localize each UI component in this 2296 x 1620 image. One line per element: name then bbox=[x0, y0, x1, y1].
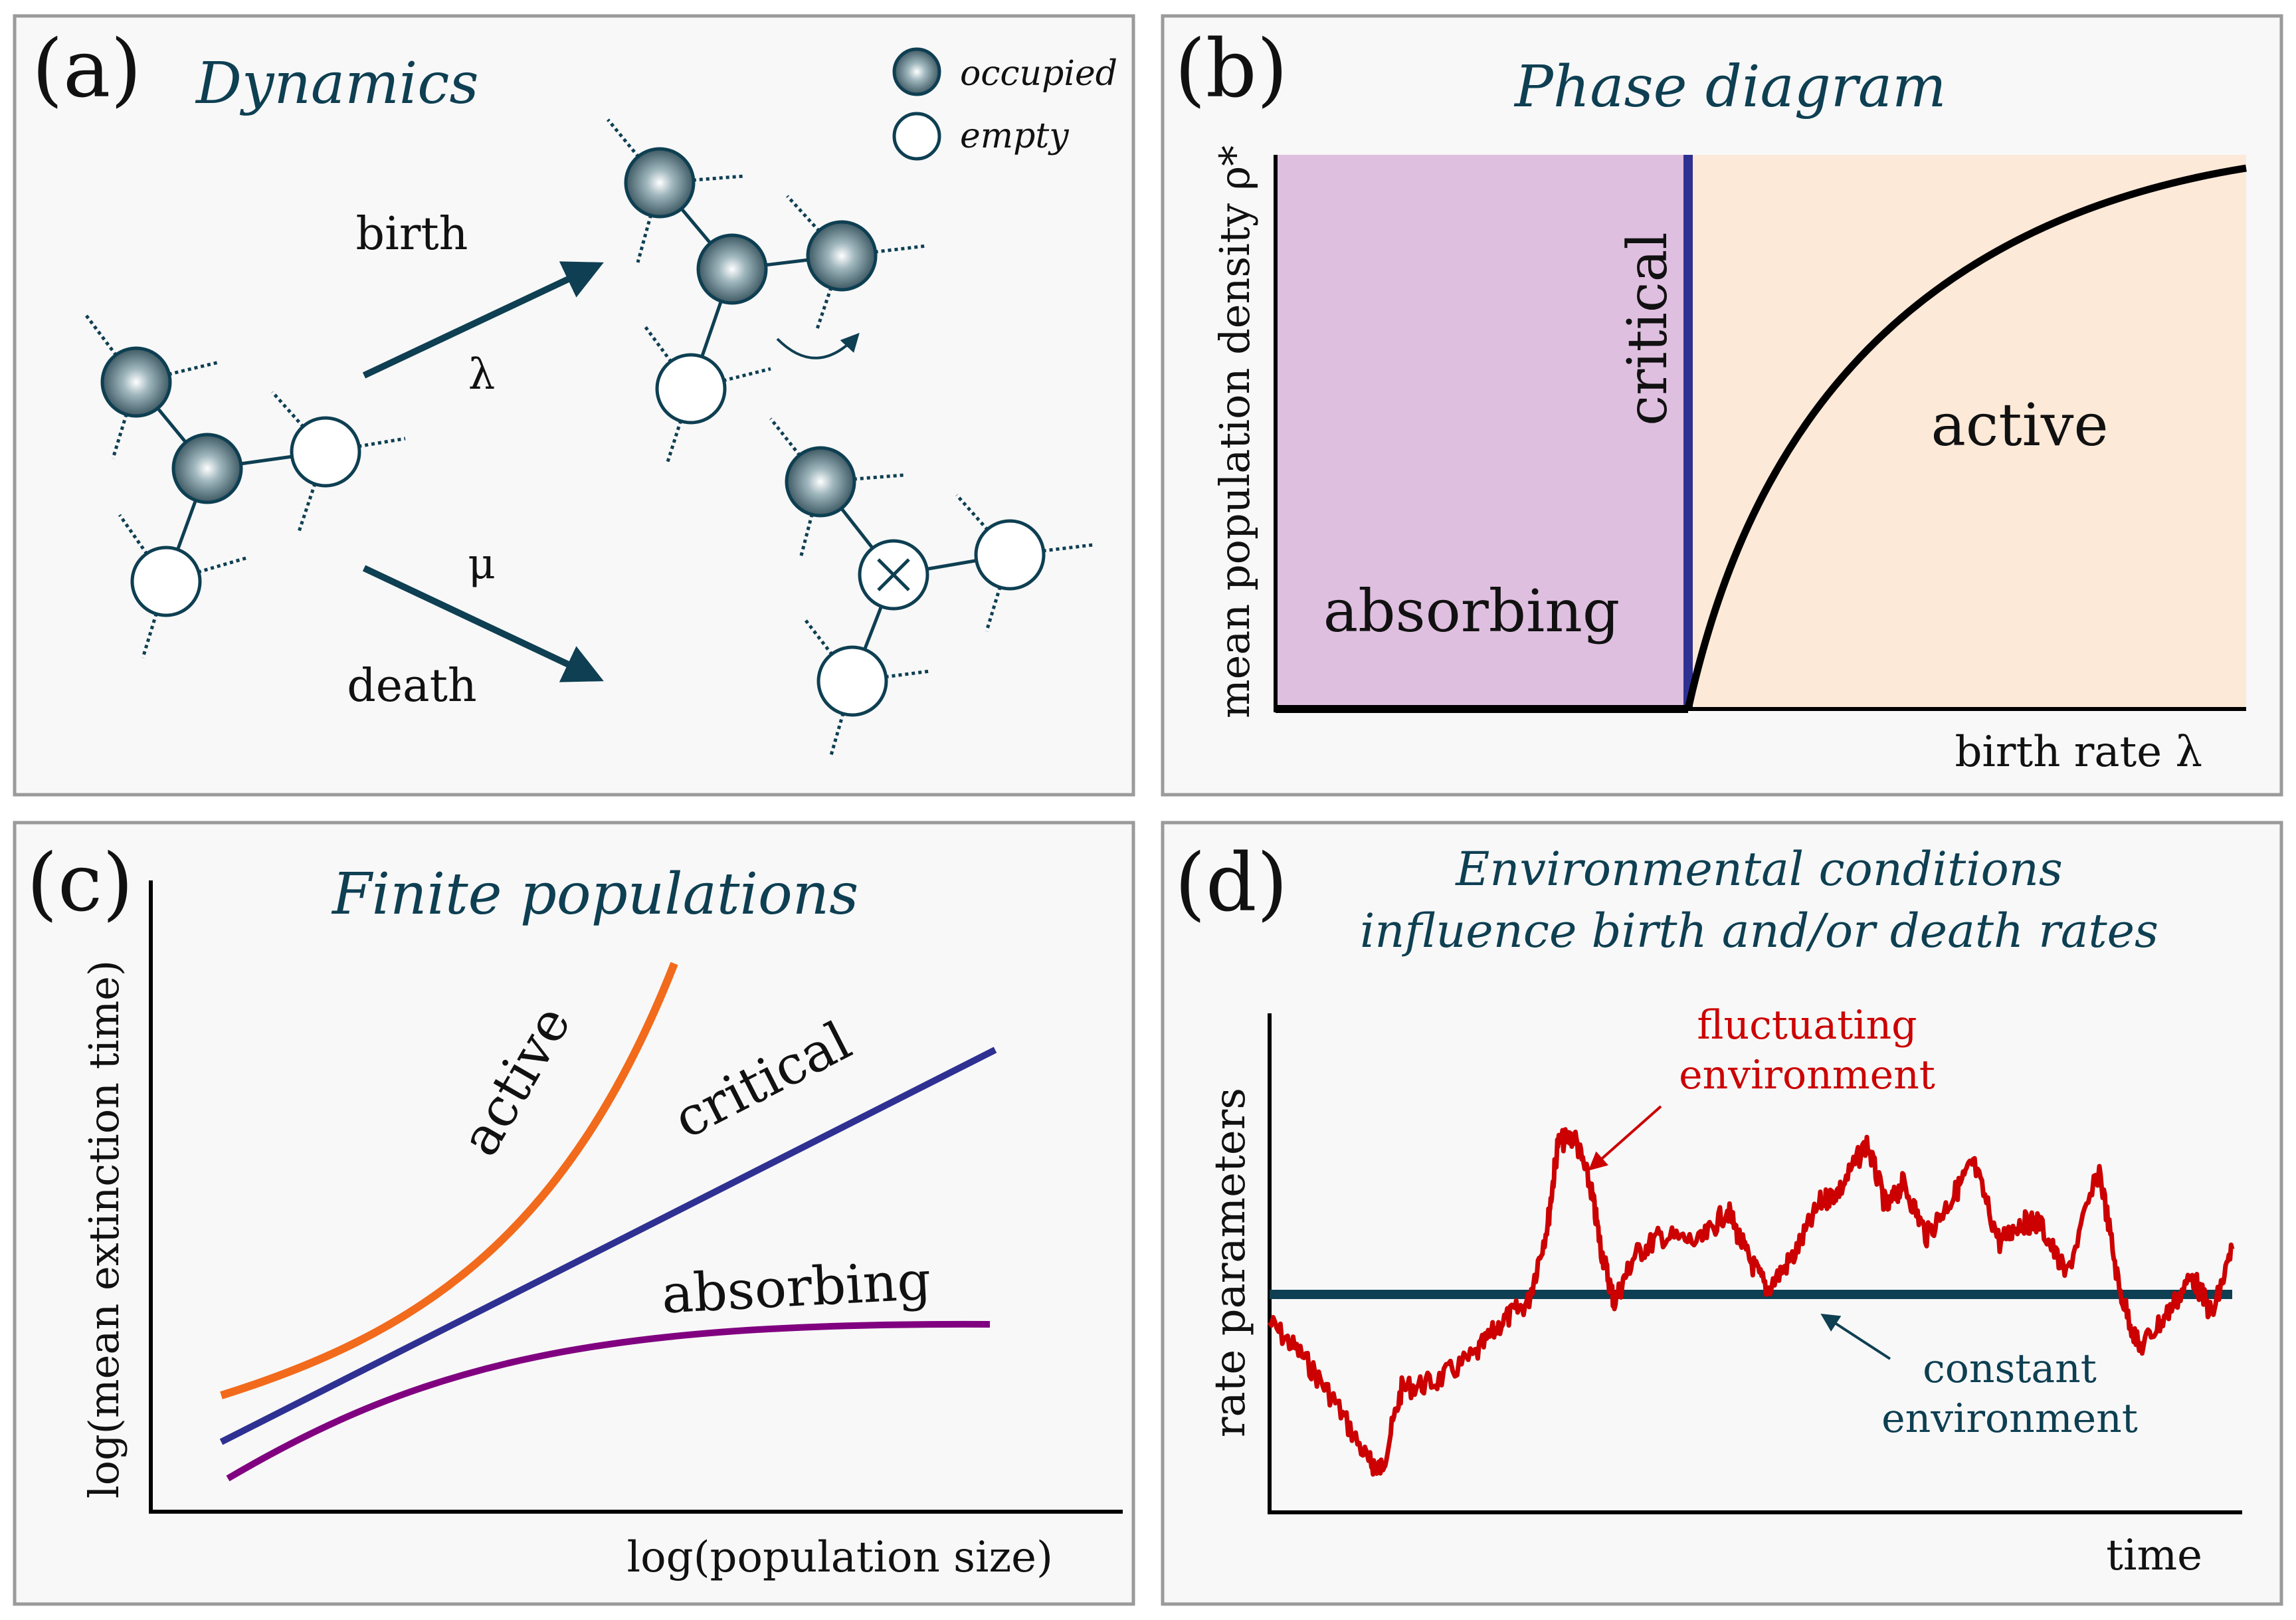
panel-c-title: Finite populations bbox=[331, 861, 858, 928]
empty-node-icon bbox=[290, 416, 361, 488]
panel-d-label: (d) bbox=[1175, 837, 1288, 930]
death-label: death bbox=[347, 660, 476, 712]
panel-c-label: (c) bbox=[27, 837, 134, 930]
legend-empty-label: empty bbox=[960, 116, 1069, 156]
death-rate-symbol: μ bbox=[468, 540, 496, 589]
birth-result-network bbox=[607, 118, 927, 462]
fluctuating-label-line1: fluctuating bbox=[1697, 1002, 1917, 1049]
absorbing-curve bbox=[226, 1320, 991, 1482]
panel-d-xlabel: time bbox=[2106, 1531, 2202, 1580]
fluctuating-arrow bbox=[1588, 1105, 1662, 1171]
occupied-node-icon bbox=[806, 220, 878, 292]
death-arrow bbox=[362, 565, 604, 682]
active-curve bbox=[220, 962, 678, 1399]
panel-d-title-line2: influence birth and/or death rates bbox=[1360, 904, 2158, 958]
critical-curve bbox=[219, 1047, 997, 1445]
empty-node-icon bbox=[816, 645, 888, 717]
absorbing-curve-label: absorbing bbox=[660, 1249, 932, 1325]
panel-d-ylabel: rate parameters bbox=[1206, 1088, 1255, 1437]
initial-network bbox=[85, 314, 406, 658]
density-curve bbox=[1684, 164, 2247, 710]
panel-b: (b) Phase diagram mean population densit… bbox=[1161, 14, 2283, 797]
legend-occupied-icon bbox=[892, 47, 941, 96]
panel-d: (d) Environmental conditions influence b… bbox=[1161, 821, 2283, 1606]
constant-label-line1: constant bbox=[1923, 1346, 2097, 1392]
occupied-node-icon bbox=[696, 233, 768, 305]
critical-region-label: critical bbox=[1616, 232, 1679, 426]
panel-c-xlabel: log(population size) bbox=[627, 1533, 1053, 1582]
absorbing-region bbox=[1276, 155, 1688, 709]
constant-label-line2: environment bbox=[1881, 1395, 2138, 1442]
fluctuating-label-line2: environment bbox=[1679, 1052, 1935, 1098]
panel-b-label: (b) bbox=[1175, 23, 1288, 116]
panel-a-title: Dynamics bbox=[195, 51, 479, 117]
empty-node-icon bbox=[130, 546, 202, 617]
fluctuating-environment-trace bbox=[1267, 1127, 2235, 1477]
panel-c-frame bbox=[13, 821, 1135, 1606]
occupied-node-icon bbox=[171, 433, 243, 504]
death-result-network bbox=[769, 417, 1094, 758]
panel-d-title-line1: Environmental conditions bbox=[1454, 842, 2063, 896]
panel-c-ylabel: log(mean extinction time) bbox=[80, 960, 128, 1498]
panel-c: (c) Finite populations active critical a… bbox=[13, 821, 1135, 1606]
panel-b-ylabel: mean population density ρ* bbox=[1210, 146, 1259, 718]
constant-arrow bbox=[1820, 1313, 1891, 1360]
occupied-node-icon bbox=[785, 446, 856, 518]
panel-b-xlabel: birth rate λ bbox=[1955, 728, 2202, 777]
occupied-node-icon bbox=[624, 147, 696, 219]
birth-arrow bbox=[362, 261, 604, 379]
panel-a: (a) Dynamics occupied empty bbox=[13, 14, 1135, 797]
empty-node-icon bbox=[655, 353, 727, 425]
legend-occupied-label: occupied bbox=[960, 54, 1117, 94]
panel-b-title: Phase diagram bbox=[1513, 54, 1947, 120]
absorbing-region-label: absorbing bbox=[1323, 577, 1620, 645]
panel-a-label: (a) bbox=[32, 23, 142, 116]
occupied-node-icon bbox=[100, 346, 172, 418]
active-region-label: active bbox=[1931, 391, 2108, 459]
birth-label: birth bbox=[356, 208, 468, 260]
active-region bbox=[1688, 155, 2246, 709]
birth-rate-symbol: λ bbox=[468, 350, 496, 399]
legend-empty-icon bbox=[892, 112, 941, 161]
empty-node-icon bbox=[974, 519, 1046, 591]
spread-arrow-icon bbox=[776, 332, 860, 359]
